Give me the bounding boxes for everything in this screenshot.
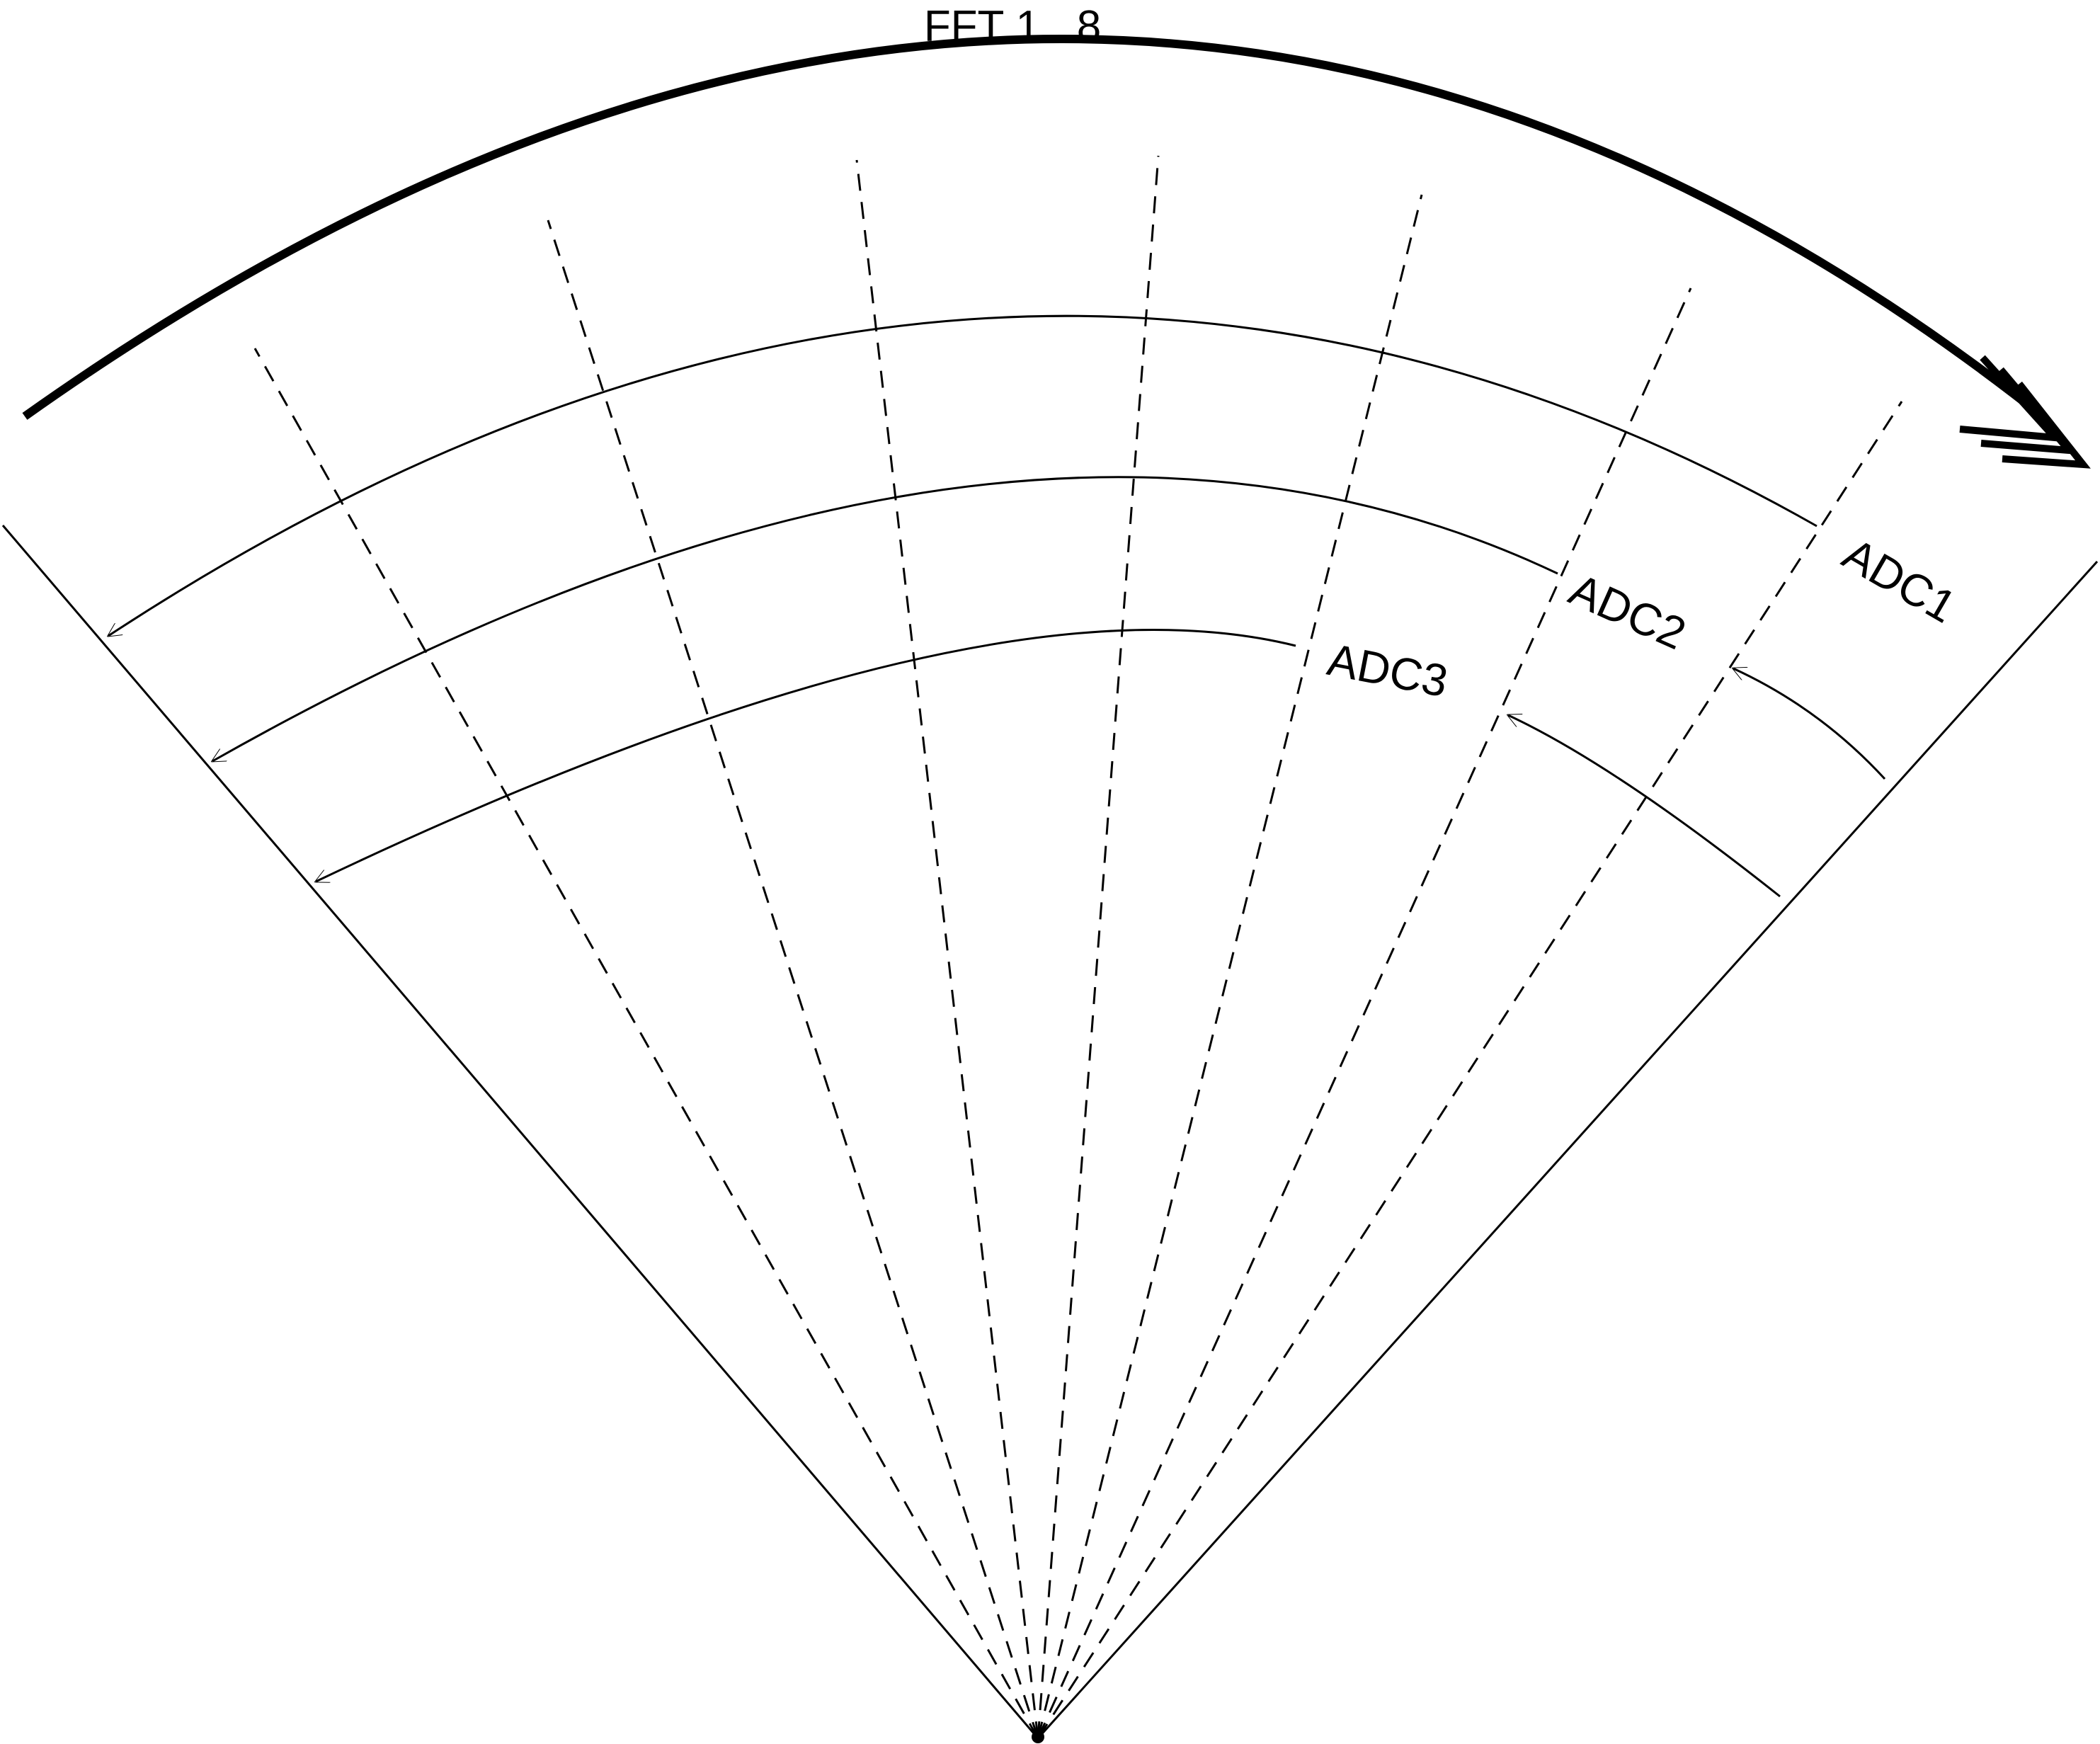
fft-arrowhead-icon	[1959, 355, 2091, 469]
adc1-arc-lower	[1733, 668, 1886, 780]
adc2-arc-lower	[1508, 715, 1781, 898]
beam-line	[1037, 401, 1903, 1739]
adc1-label: ADC1	[1834, 528, 1965, 633]
adc-sweeps	[108, 314, 1886, 898]
adc2-arc-upper	[212, 476, 1558, 761]
adc1-arc-upper	[108, 314, 1817, 636]
apex-point	[1032, 1731, 1044, 1743]
beam-lines	[253, 155, 1903, 1739]
adc3-label: ADC3	[1323, 634, 1451, 707]
beam-line	[855, 159, 1039, 1739]
beam-line	[547, 220, 1039, 1739]
fft-sweep-arc	[22, 35, 2049, 423]
sector-right-edge	[1037, 560, 2099, 1740]
adc2-label: ADC2	[1562, 564, 1693, 659]
beam-line	[1037, 287, 1692, 1739]
sector-left-edge	[1, 525, 1039, 1739]
fft-sweep: FFT 1...8	[22, 2, 2091, 469]
fft-label: FFT 1...8	[924, 2, 1101, 51]
beam-line	[1037, 194, 1423, 1739]
beam-line	[1037, 155, 1160, 1739]
beam-line	[253, 348, 1039, 1739]
sector-boundaries	[1, 525, 2099, 1740]
adc3-arc	[316, 628, 1296, 882]
adc-labels: ADC1 ADC2 ADC3	[1323, 528, 1965, 707]
